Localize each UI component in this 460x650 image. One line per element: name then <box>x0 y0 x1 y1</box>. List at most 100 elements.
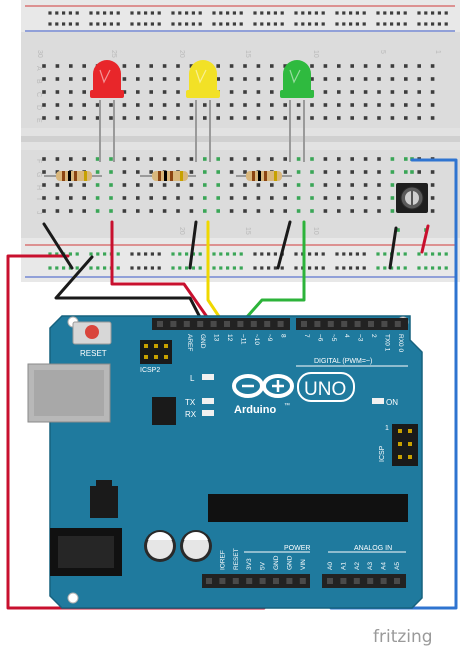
rail-hole[interactable] <box>314 266 318 270</box>
rail-hole[interactable] <box>280 11 284 15</box>
rail-hole[interactable] <box>157 266 161 270</box>
rail-hole[interactable] <box>335 266 339 270</box>
breadboard-hole-connected[interactable] <box>109 183 113 187</box>
rail-hole-connected[interactable] <box>417 252 421 256</box>
breadboard-hole[interactable] <box>82 157 86 161</box>
wire-gnd-rail-jumper-1[interactable] <box>42 222 74 270</box>
breadboard-hole[interactable] <box>404 90 408 94</box>
analog-socket[interactable] <box>340 578 347 584</box>
rail-hole[interactable] <box>260 266 264 270</box>
breadboard-hole[interactable] <box>350 103 354 107</box>
breadboard-hole[interactable] <box>243 170 247 174</box>
breadboard-hole[interactable] <box>310 103 314 107</box>
rail-hole[interactable] <box>130 252 134 256</box>
digital-socket[interactable] <box>301 321 307 327</box>
rail-hole[interactable] <box>116 11 120 15</box>
breadboard-hole[interactable] <box>203 116 207 120</box>
rail-hole[interactable] <box>144 22 148 26</box>
rail-hole-connected[interactable] <box>212 252 216 256</box>
breadboard-hole[interactable] <box>377 183 381 187</box>
breadboard-hole[interactable] <box>176 90 180 94</box>
breadboard-hole[interactable] <box>82 64 86 68</box>
breadboard-hole[interactable] <box>296 116 301 120</box>
rail-hole[interactable] <box>157 11 161 15</box>
breadboard-hole[interactable] <box>136 196 140 200</box>
breadboard-hole[interactable] <box>270 196 274 200</box>
rail-hole[interactable] <box>321 266 325 270</box>
breadboard-hole[interactable] <box>149 90 153 94</box>
breadboard-hole[interactable] <box>323 183 328 187</box>
rail-hole-connected[interactable] <box>48 252 52 256</box>
rail-hole[interactable] <box>355 252 359 256</box>
rail-hole[interactable] <box>253 266 257 270</box>
rail-hole[interactable] <box>437 22 441 26</box>
breadboard-hole[interactable] <box>256 64 261 68</box>
breadboard-hole[interactable] <box>283 183 287 187</box>
rail-hole[interactable] <box>150 11 154 15</box>
wire-gnd-rail-jumper-3[interactable] <box>276 220 292 270</box>
breadboard-hole[interactable] <box>176 103 180 107</box>
rail-hole[interactable] <box>273 11 277 15</box>
rail-hole-connected[interactable] <box>403 252 407 256</box>
rail-hole[interactable] <box>212 22 216 26</box>
breadboard-hole[interactable] <box>283 170 287 174</box>
rail-hole[interactable] <box>260 252 264 256</box>
rail-hole-connected[interactable] <box>424 252 428 256</box>
rail-hole[interactable] <box>185 11 189 15</box>
breadboard-hole[interactable] <box>323 77 328 81</box>
rail-hole-connected[interactable] <box>444 266 448 270</box>
digital-socket[interactable] <box>170 321 177 327</box>
breadboard-hole[interactable] <box>69 209 73 213</box>
rail-hole[interactable] <box>260 11 264 15</box>
breadboard-hole[interactable] <box>350 64 354 68</box>
rail-hole[interactable] <box>383 22 387 26</box>
rail-hole[interactable] <box>417 11 421 15</box>
breadboard-hole[interactable] <box>42 90 46 94</box>
digital-socket[interactable] <box>327 321 334 327</box>
rail-hole[interactable] <box>219 11 223 15</box>
rail-hole[interactable] <box>103 22 107 26</box>
rail-hole[interactable] <box>342 11 346 15</box>
breadboard-hole[interactable] <box>377 209 381 213</box>
breadboard-hole[interactable] <box>417 116 421 120</box>
digital-socket[interactable] <box>157 321 163 327</box>
rail-hole-connected[interactable] <box>171 252 175 256</box>
breadboard-hole[interactable] <box>377 77 381 81</box>
breadboard-hole[interactable] <box>377 116 381 120</box>
wire-pin13-to-red-led[interactable] <box>110 220 216 329</box>
breadboard-hole[interactable] <box>136 103 140 107</box>
digital-socket[interactable] <box>381 321 388 327</box>
breadboard-hole[interactable] <box>162 157 167 161</box>
breadboard-hole[interactable] <box>176 209 180 213</box>
rail-hole[interactable] <box>314 11 318 15</box>
breadboard-hole[interactable] <box>122 209 127 213</box>
rail-hole-connected[interactable] <box>431 252 435 256</box>
breadboard-hole[interactable] <box>270 183 274 187</box>
rail-hole[interactable] <box>171 11 175 15</box>
rail-hole[interactable] <box>376 22 380 26</box>
breadboard-hole[interactable] <box>430 170 435 174</box>
rail-hole-connected[interactable] <box>219 266 223 270</box>
rail-hole[interactable] <box>335 11 339 15</box>
rail-hole-connected[interactable] <box>383 266 387 270</box>
power-socket[interactable] <box>206 578 212 584</box>
rail-hole[interactable] <box>383 11 387 15</box>
breadboard-hole-connected[interactable] <box>390 209 395 213</box>
breadboard-hole-connected[interactable] <box>109 209 113 213</box>
rail-hole[interactable] <box>376 11 380 15</box>
breadboard-hole-connected[interactable] <box>296 170 301 174</box>
rail-hole[interactable] <box>349 266 353 270</box>
breadboard-hole[interactable] <box>176 116 180 120</box>
breadboard-hole[interactable] <box>256 183 261 187</box>
breadboard-hole[interactable] <box>176 196 180 200</box>
breadboard-hole[interactable] <box>337 170 341 174</box>
breadboard-hole-connected[interactable] <box>216 183 220 187</box>
breadboard-hole[interactable] <box>323 103 328 107</box>
breadboard-hole[interactable] <box>162 116 167 120</box>
rail-hole-connected[interactable] <box>376 252 380 256</box>
rail-hole[interactable] <box>280 22 284 26</box>
rail-hole-connected[interactable] <box>424 266 428 270</box>
breadboard-hole-connected[interactable] <box>390 157 395 161</box>
breadboard-hole[interactable] <box>270 77 274 81</box>
breadboard-hole[interactable] <box>136 183 140 187</box>
